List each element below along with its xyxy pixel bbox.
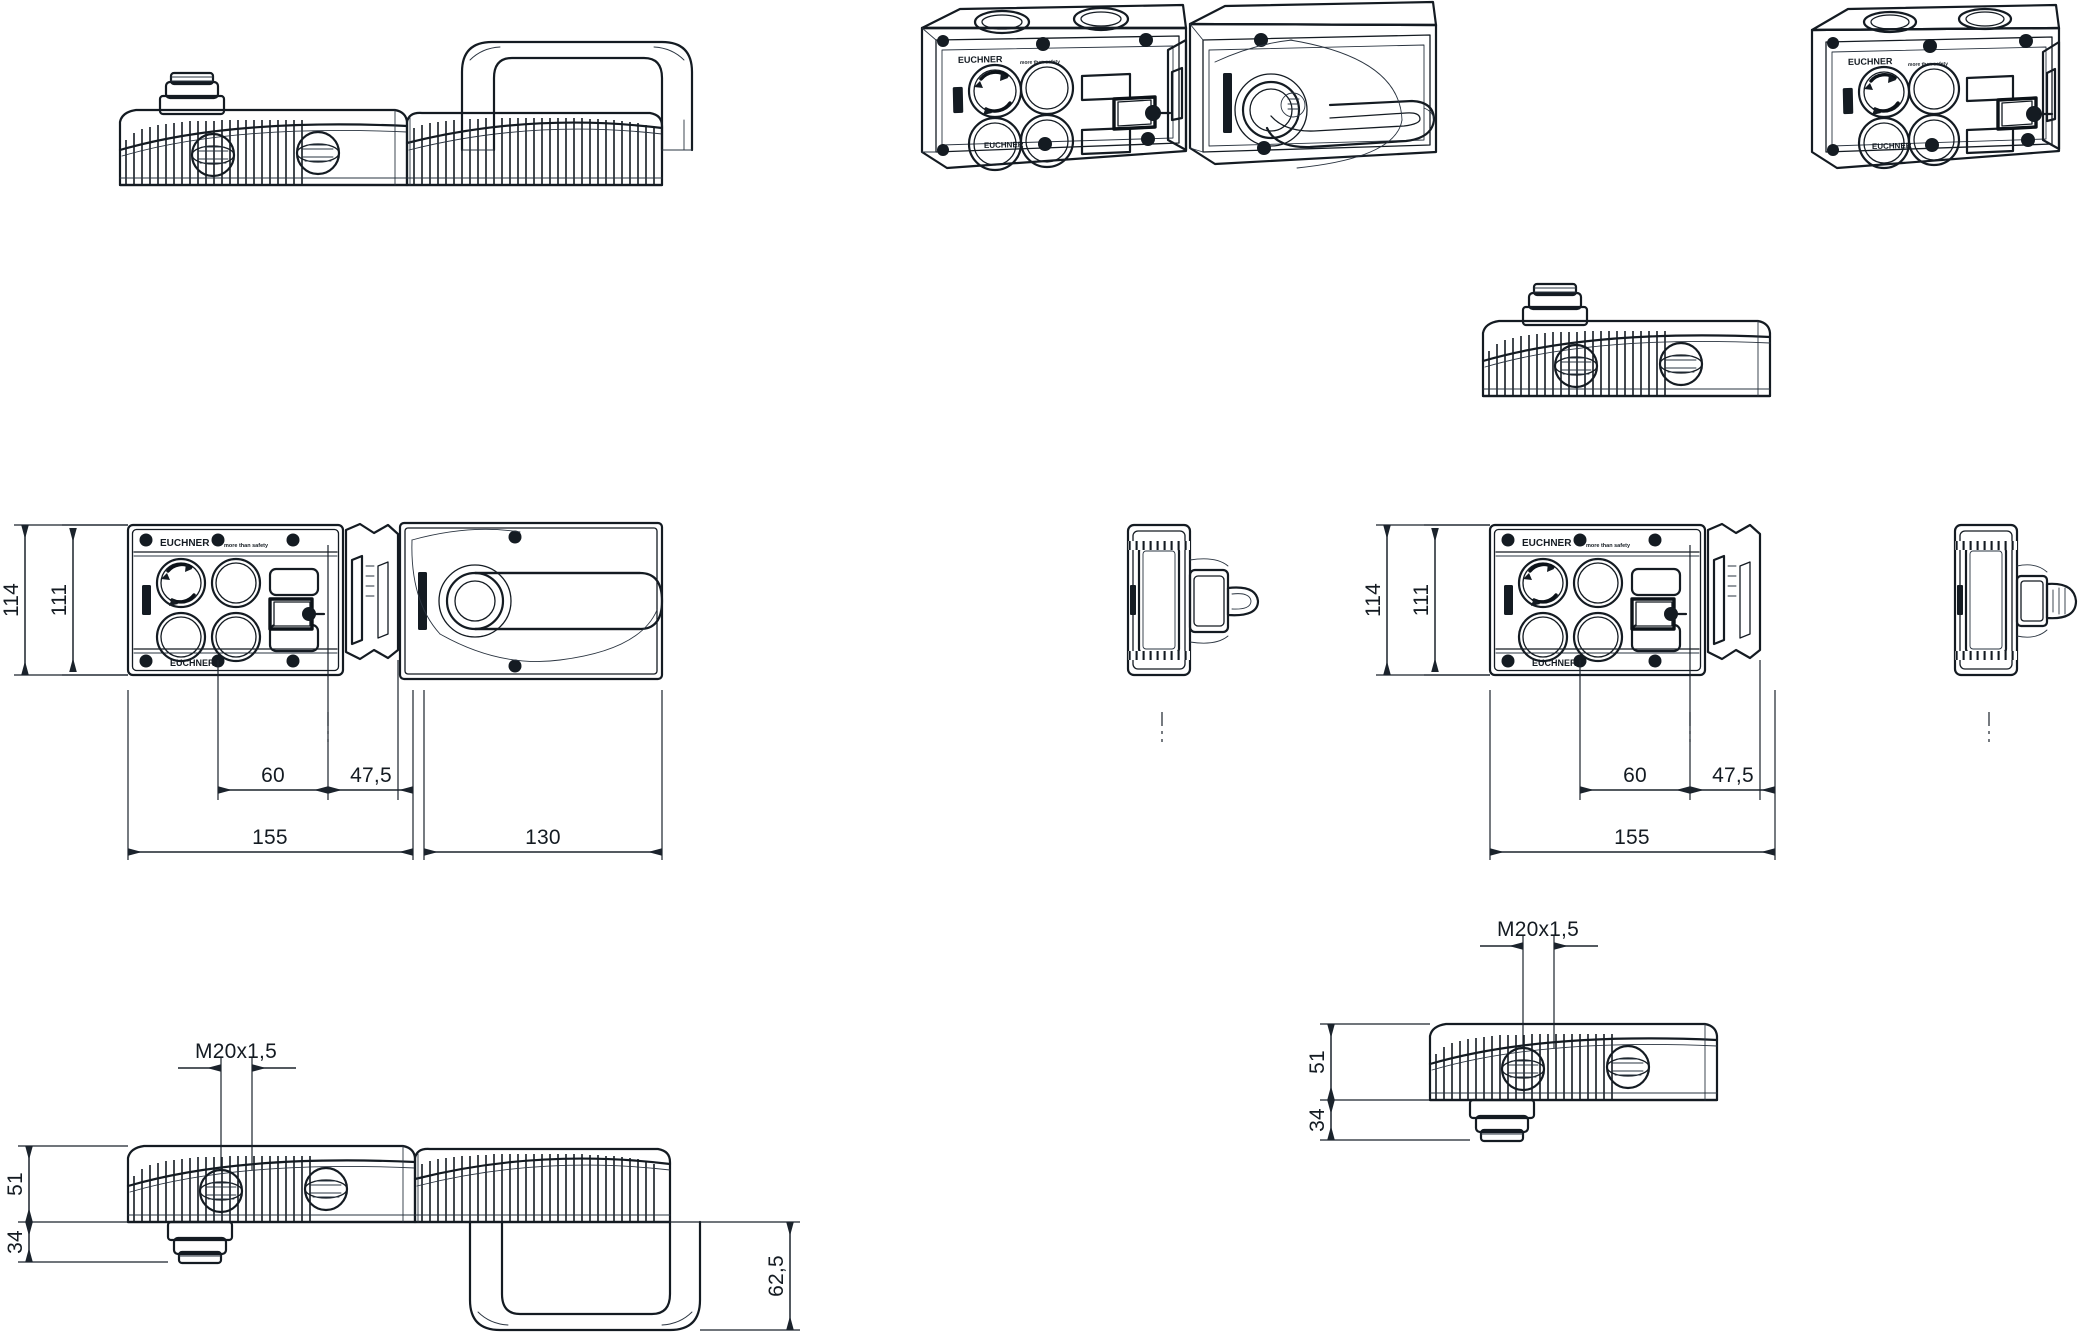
connector-boss: [158, 71, 226, 116]
brand-logo-text-iso-right-bottom: EUCHNER: [1872, 141, 1912, 151]
bottom-handle-plan: [413, 1147, 702, 1332]
bottom-connector-boss: [166, 1220, 234, 1265]
module-upper-gland-left: [1553, 343, 1599, 389]
view-bottom-plan-assembly: M20x1,5 51 34 62,5: [4, 1040, 800, 1332]
brand-logo-text-iso-right: EUCHNER: [1848, 56, 1893, 67]
dimension-111-label-right: 111: [1410, 584, 1433, 617]
front-handle-plate: [398, 521, 664, 681]
dimension-60-label-right: 60: [1623, 764, 1647, 787]
view-side-module: [1953, 523, 2078, 742]
dimension-51-label-right: 51: [1306, 1050, 1329, 1074]
dimension-group-bottom-module: M20x1,5 51 34: [1306, 918, 1598, 1141]
bottom-module-plan: [126, 1144, 417, 1265]
brand-logo-text: EUCHNER: [958, 54, 1003, 65]
brand-logo-suffix-front: more than safety: [224, 543, 269, 549]
brand-logo-text-bottom: EUCHNER: [984, 140, 1024, 150]
cable-gland-right: [295, 130, 341, 176]
iso-selector-dial: [967, 63, 1023, 119]
dimension-51-label: 51: [4, 1172, 27, 1196]
dimension-111-label: 111: [48, 584, 71, 617]
brand-logo-suffix-front-right: more than safety: [1586, 543, 1631, 549]
view-side-handle: [1126, 523, 1260, 742]
dimension-114-label-right: 114: [1362, 583, 1385, 617]
front-module-hinge-right: [1706, 522, 1762, 661]
dimension-34-label-right: 34: [1306, 1108, 1329, 1132]
iso-handle-right: [1188, 0, 1438, 169]
view-top-plan-module-upper: [1481, 282, 1772, 398]
front-hinge: [344, 522, 400, 661]
dimension-47-5-label: 47,5: [350, 764, 392, 787]
iso-right-selector-dial: [1857, 65, 1911, 119]
brand-logo-text-front: EUCHNER: [160, 538, 210, 549]
module-upper-connector-boss: [1521, 282, 1589, 327]
dimension-group-bottom-assembly: M20x1,5 51 34 62,5: [4, 1040, 800, 1331]
lever-handle: [460, 40, 694, 152]
dimension-group-front-assembly: 114 111 60 47,5 155 130: [0, 524, 663, 860]
bottom-module-plan-right: [1428, 1022, 1719, 1143]
module-upper-gland-right: [1658, 341, 1704, 387]
dimension-m20-label: M20x1,5: [195, 1040, 277, 1063]
cable-gland-left: [190, 132, 236, 178]
dimension-34-label: 34: [4, 1230, 27, 1254]
view-iso-assembly-open: EUCHNER more than safety EUCHNER: [920, 0, 1438, 172]
bottom-right-gland-right: [1605, 1044, 1651, 1090]
front-module-face-right: EUCHNER more than safety EUCHNER: [1490, 525, 1705, 675]
dimension-155-label-right: 155: [1614, 826, 1650, 849]
brand-logo-iso-left: EUCHNER more than safety: [958, 54, 1060, 66]
dimension-47-5-label-right: 47,5: [1712, 764, 1754, 787]
view-bottom-plan-module: M20x1,5 51 34: [1306, 918, 1719, 1143]
dimension-62-5-label: 62,5: [765, 1255, 788, 1297]
dimension-114-label: 114: [0, 583, 23, 617]
iso-module-left: EUCHNER more than safety EUCHNER: [920, 3, 1188, 172]
view-front-assembly: EUCHNER more than safety EUCHNER: [0, 521, 664, 860]
bottom-gland-right: [303, 1166, 349, 1212]
view-top-left-plan: [118, 40, 694, 187]
view-front-module: EUCHNER more than safety EUCHNER 114 111: [1362, 522, 1776, 860]
bottom-right-connector-boss: [1468, 1098, 1536, 1143]
side-module-gland: [2015, 564, 2078, 638]
module-plan-body: [118, 71, 409, 187]
brand-logo-text-front-right-bottom: EUCHNER: [1532, 658, 1577, 668]
brand-logo-text-front-bottom: EUCHNER: [170, 658, 215, 668]
side-handle-lever: [1188, 558, 1260, 644]
dimension-group-front-module: 114 111 60 47,5 155: [1362, 524, 1776, 860]
front-module-face: EUCHNER more than safety EUCHNER: [126, 523, 345, 677]
dimension-155-label: 155: [252, 826, 288, 849]
handle-plan-body: [405, 111, 664, 187]
brand-logo-text-front-right: EUCHNER: [1522, 538, 1572, 549]
view-iso-module-single: EUCHNER more than safety EUCHNER: [1810, 3, 2061, 170]
dimension-60-label: 60: [261, 764, 285, 787]
dimension-m20-label-right: M20x1,5: [1497, 918, 1579, 941]
dimension-130-label: 130: [525, 826, 561, 849]
